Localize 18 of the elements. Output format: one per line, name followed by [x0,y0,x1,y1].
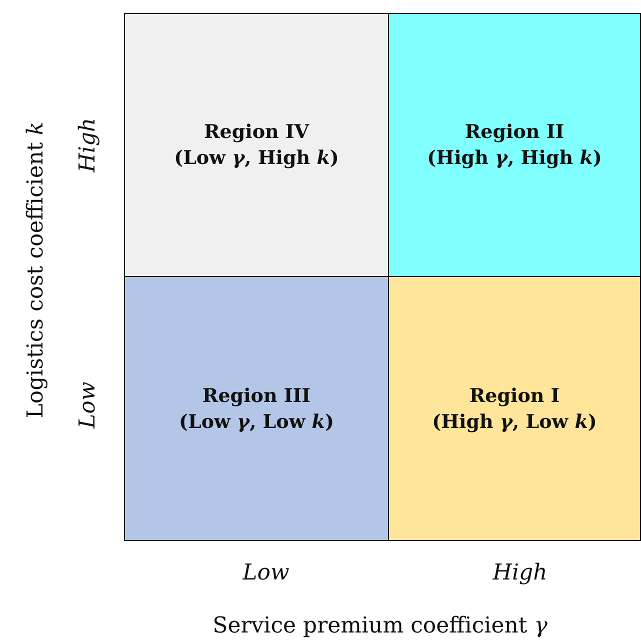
region-title: Region III [202,384,311,408]
axis-title: Logistics cost coefficient k [24,122,48,418]
quadrant-box [388,276,641,541]
axis-tick-label: Low [76,382,100,428]
region-condition: (High γ, Low k) [432,410,597,434]
region-title: Region II [464,120,564,145]
quadrant-box [124,13,389,277]
axis-tick-label: High [492,560,548,586]
quadrant-box [388,13,641,277]
axis-tick-label: High [76,118,100,172]
quadrant-box [124,276,389,541]
region-condition: (Low γ, Low k) [179,410,334,434]
region-condition: (High γ, High k) [427,146,602,171]
region-title: Region IV [204,120,310,145]
region-title: Region I [469,384,560,408]
region-condition: (Low γ, High k) [174,146,339,171]
axis-title: Service premium coefficient γ [212,614,548,638]
axis-tick-label: Low [242,560,290,586]
